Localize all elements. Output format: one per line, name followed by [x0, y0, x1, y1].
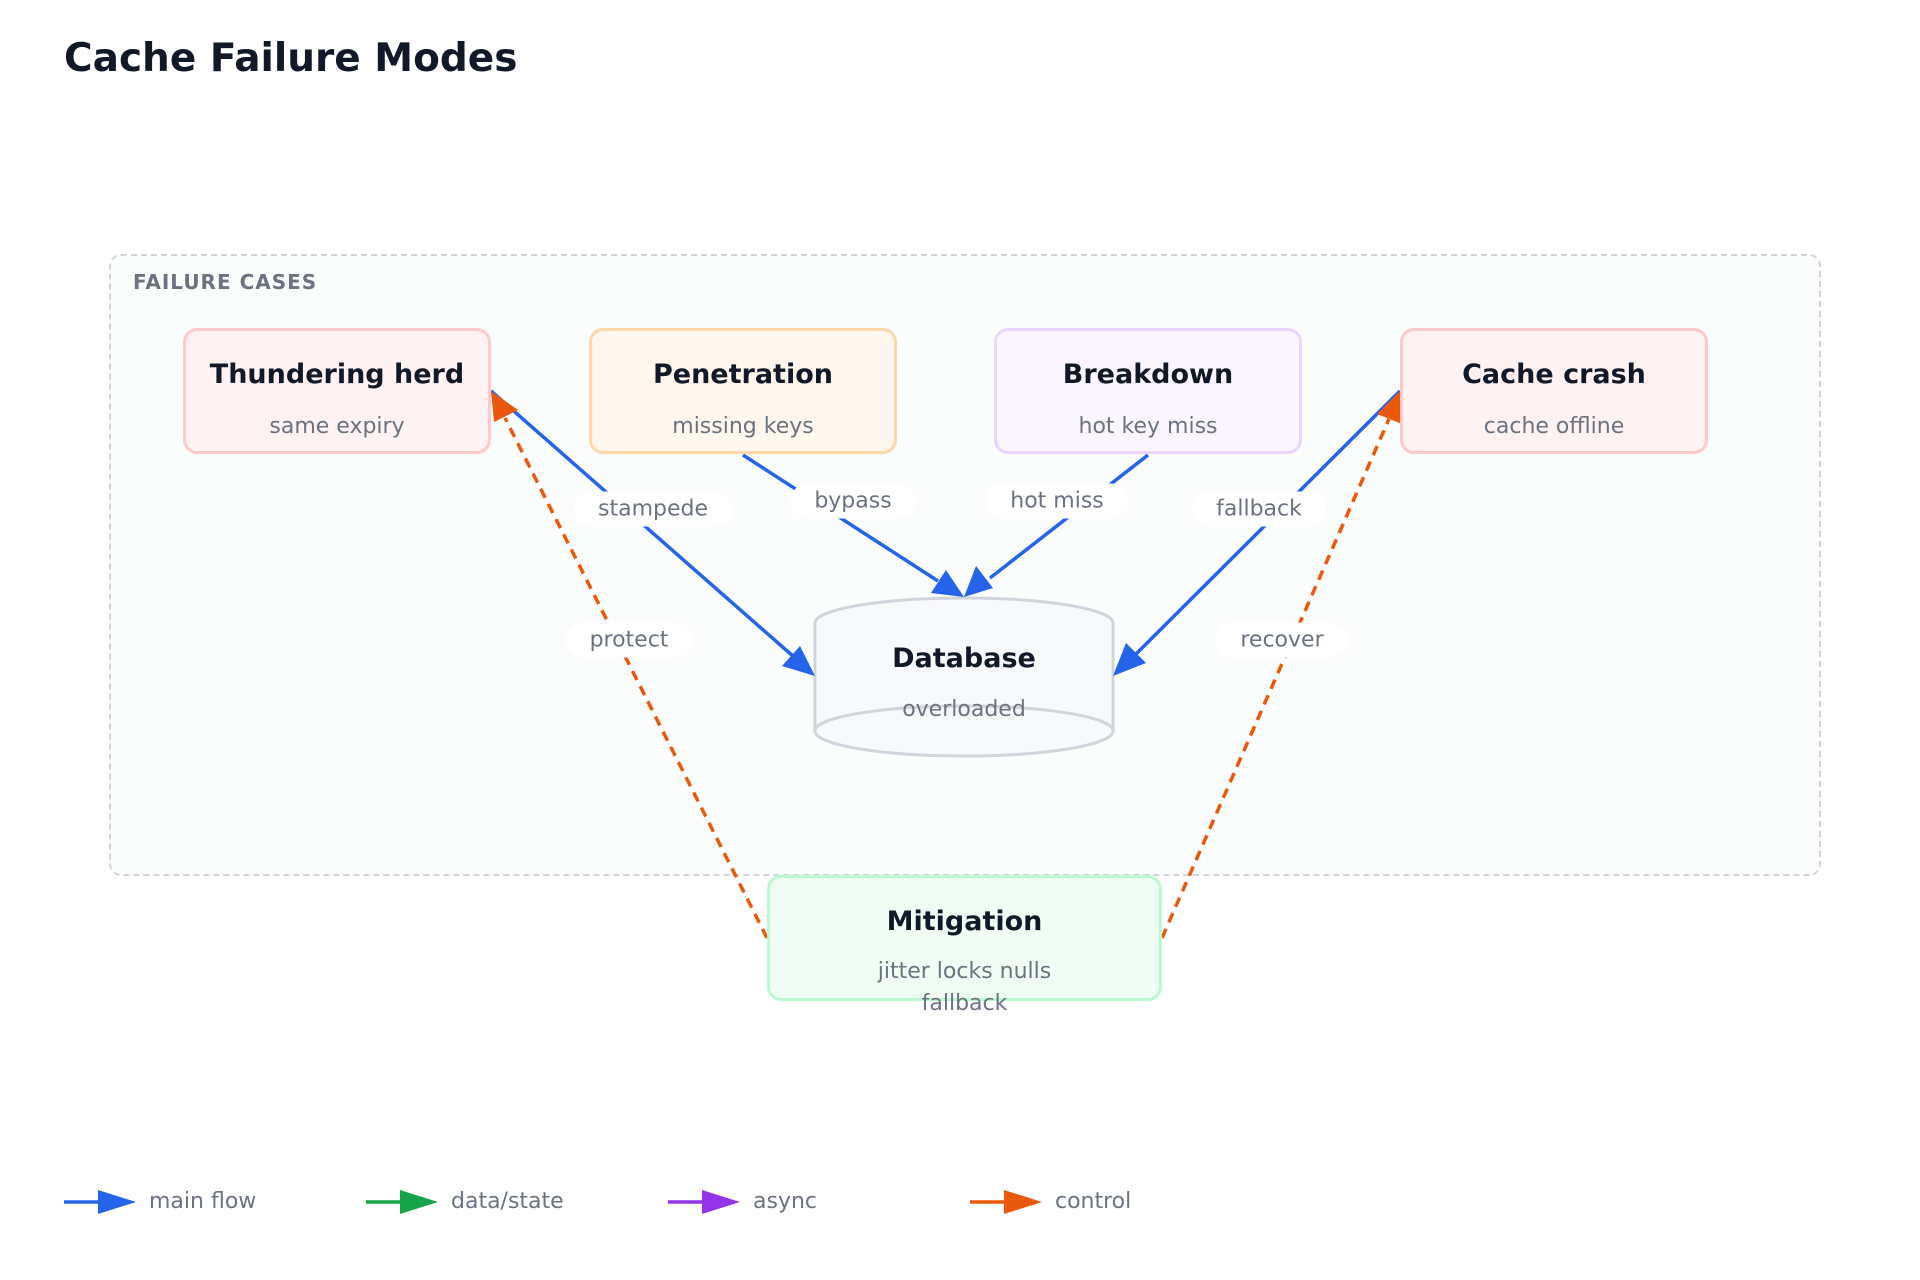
edge-protect-arrowhead — [491, 391, 518, 422]
edge-protect-line — [503, 417, 769, 939]
node-subtitle-line-1: jitter locks nulls — [877, 959, 1052, 984]
edge-label-stampede: stampede — [574, 491, 732, 527]
control-arrow-icon — [970, 1190, 1042, 1214]
legend-label: main flow — [149, 1189, 257, 1214]
legend-label: data/state — [451, 1189, 564, 1214]
edge-recover — [1160, 391, 1402, 939]
node-mitigation[interactable]: Mitigation jitter locks nulls fallback — [767, 875, 1162, 1016]
node-subtitle: cache offline — [1483, 414, 1625, 439]
edge-label-hot-miss: hot miss — [986, 483, 1128, 519]
node-penetration[interactable]: Penetration missing keys — [589, 328, 897, 454]
edge-recover-arrowhead — [1377, 391, 1402, 424]
data-state-arrow-icon — [366, 1190, 438, 1214]
node-cache-crash[interactable]: Cache crash cache offline — [1400, 328, 1708, 454]
group-label: FAILURE CASES — [133, 270, 318, 294]
node-title: Penetration — [652, 359, 833, 390]
edge-bypass — [742, 453, 964, 597]
edge-label-bypass: bypass — [790, 483, 916, 519]
edge-label-protect: protect — [565, 622, 693, 658]
node-subtitle: missing keys — [672, 414, 814, 439]
node-title: Mitigation — [886, 906, 1043, 937]
edge-stampede-arrowhead — [782, 646, 815, 676]
edge-label-fallback: fallback — [1192, 491, 1326, 527]
edge-fallback-arrowhead — [1113, 643, 1146, 676]
edge-recover-line — [1160, 418, 1391, 939]
edge-protect — [491, 391, 769, 939]
main-flow-arrow-icon — [64, 1190, 136, 1214]
database-title: Database — [892, 643, 1036, 674]
node-title: Cache crash — [1462, 359, 1646, 390]
legend-label: control — [1055, 1189, 1132, 1214]
database-subtitle: overloaded — [902, 697, 1026, 722]
legend-label: async — [753, 1189, 818, 1214]
page-title: Cache Failure Modes — [64, 36, 518, 81]
edge-hot-miss-arrowhead — [964, 566, 993, 597]
edge-label-recover: recover — [1216, 622, 1348, 658]
node-subtitle: hot key miss — [1078, 414, 1218, 439]
async-arrow-icon — [668, 1190, 740, 1214]
edge-bypass-arrowhead — [931, 570, 964, 597]
node-title: Breakdown — [1062, 359, 1234, 390]
node-subtitle: jitter locks nulls fallback — [770, 956, 1159, 1020]
database-cylinder[interactable] — [813, 596, 1115, 758]
node-subtitle-line-2: fallback — [921, 991, 1008, 1016]
database-bottom-rim — [813, 704, 1115, 732]
node-title: Thundering herd — [209, 359, 465, 390]
edge-hot-miss — [964, 453, 1150, 597]
node-subtitle: same expiry — [269, 414, 405, 439]
database-body — [813, 596, 1115, 758]
node-thundering-herd[interactable]: Thundering herd same expiry — [183, 328, 491, 454]
node-breakdown[interactable]: Breakdown hot key miss — [994, 328, 1302, 454]
